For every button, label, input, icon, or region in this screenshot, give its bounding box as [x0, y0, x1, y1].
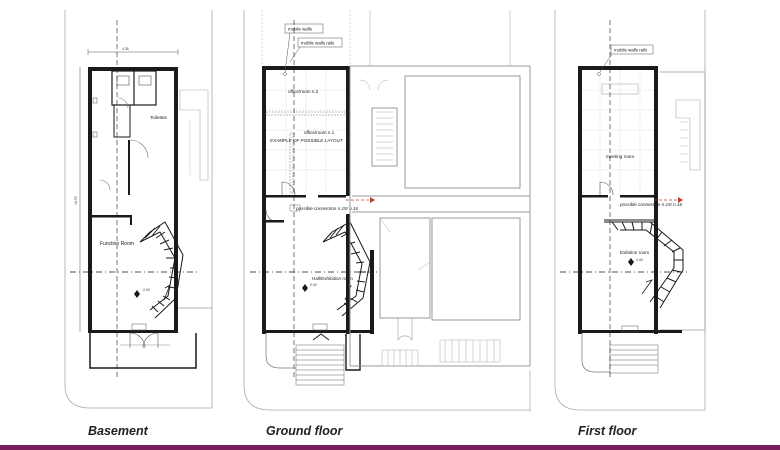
ground-possible-connection: possible connection n.15/ n.16 — [295, 206, 359, 211]
exhibition-room-label: Exibition room — [620, 250, 649, 255]
ground-level: 0.00 — [310, 283, 317, 287]
first-level: 4.40 — [636, 258, 643, 262]
caption-ground-floor: Ground floor — [266, 424, 343, 438]
first-floor-plan: mobile walls rails meeting room possible… — [554, 10, 706, 411]
first-callout-mobile-walls-rails: mobile walls rails — [614, 48, 648, 53]
ground-floor-plan: office/room n.2 office/room n.1 EXAMPLE … — [243, 10, 531, 412]
example-layout-label: EXAMPLE OF POSSIBLE LAYOUT — [270, 138, 344, 143]
hall-exhibition-label: Hall/Exhibition room — [312, 276, 353, 281]
office-room-2-label: office/room n.2 — [288, 89, 319, 94]
callout-mobile-walls-rails: mobile walls rails — [301, 41, 335, 46]
toilettes-label: Toilettes — [150, 115, 168, 120]
callout-mobile-walls: mobile walls — [288, 27, 313, 32]
meeting-room-label: meeting room — [606, 154, 634, 159]
office-room-1-label: office/room n.1 — [304, 130, 335, 135]
caption-basement: Basement — [88, 424, 148, 438]
basement-plan: Toilettes Function Room — [64, 10, 213, 409]
caption-first-floor: First floor — [578, 424, 637, 438]
first-possible-connection: possible connection n.15/ n.16 — [619, 202, 683, 207]
basement-dim-top: 4.35 — [122, 47, 129, 51]
bottom-accent-bar — [0, 445, 780, 450]
basement-dim-side: 16.75 — [74, 196, 78, 205]
basement-level: -2.00 — [142, 288, 150, 292]
